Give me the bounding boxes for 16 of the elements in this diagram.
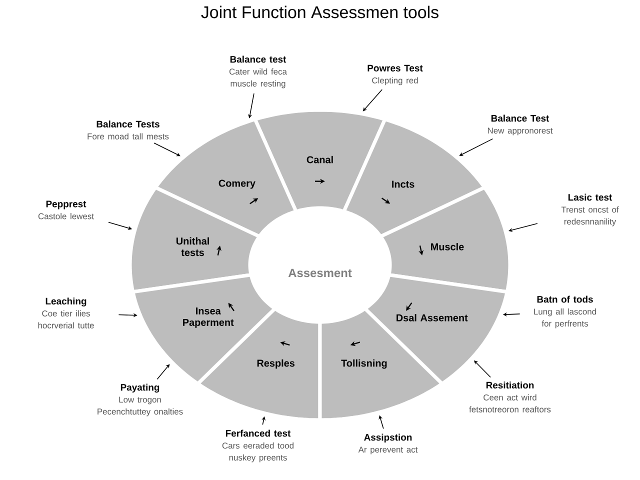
- test-label: Resitiation Ceen act wird fetsnotreoron reaftors: [469, 382, 551, 412]
- test-label: Balance test Cater wild feca muscle resting: [229, 56, 287, 88]
- title: Joint Function Assessmen tools: [201, 6, 438, 18]
- test-label: Batn of tods Lung all lascond for perfrents: [534, 296, 596, 328]
- arrow: [362, 89, 383, 112]
- arrow: [156, 364, 170, 380]
- test-label: Pepprest Castole lewest: [38, 200, 94, 220]
- test-label: Leaching Coe tier ilies hocrverial tutte: [38, 298, 94, 328]
- test-label: Lasic test Trenst oncst of redesnnanility: [561, 194, 619, 226]
- test-label: Powres Test Clepting red: [368, 64, 423, 86]
- test-label: Assipstion Ar perevent act: [358, 434, 418, 454]
- hub-label: Assesment: [288, 268, 352, 278]
- test-label: Balance Test New appronorest: [488, 114, 553, 136]
- arrow: [154, 142, 180, 156]
- test-label: Ferfanced test Cars eeraded tood nuskey preents: [222, 430, 294, 462]
- test-label: Payating Low trogon Pecenchtuttey onalties: [98, 384, 183, 416]
